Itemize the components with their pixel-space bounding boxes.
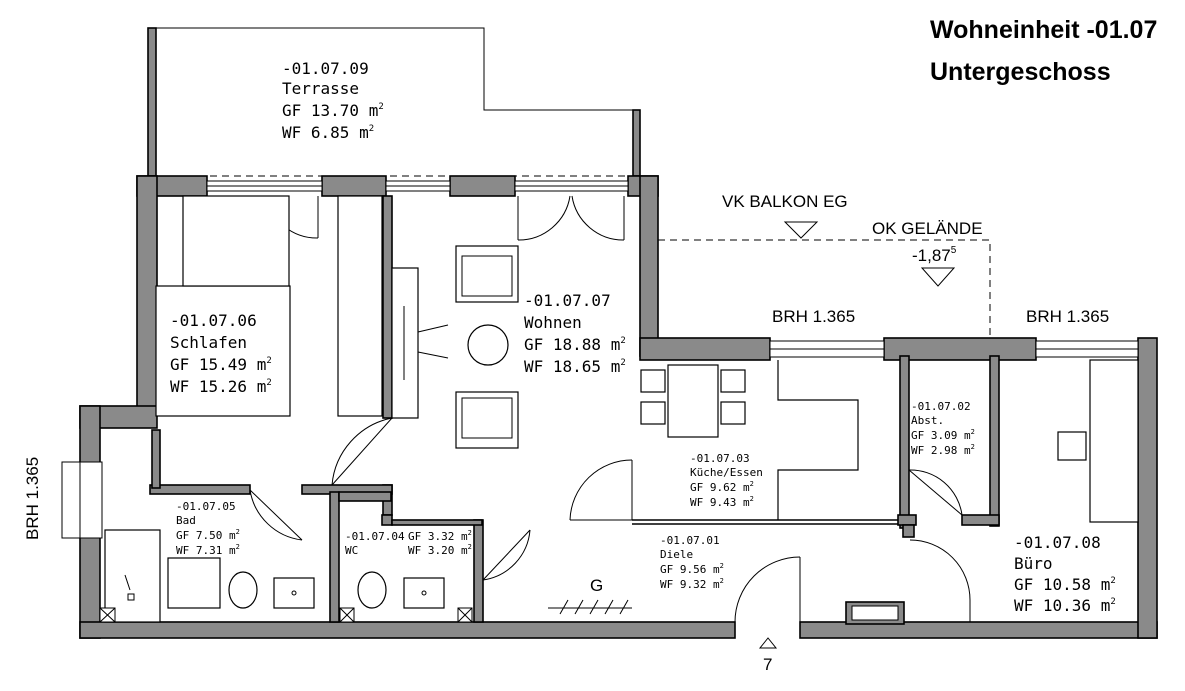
- svg-text:GF 3.32 m2: GF 3.32 m2: [408, 529, 472, 543]
- svg-text:GF 9.56 m2: GF 9.56 m2: [660, 562, 724, 576]
- terrace-outline: [147, 27, 641, 177]
- entrance-label: 7: [763, 655, 772, 674]
- entrance-arrow-icon: [758, 637, 778, 649]
- svg-text:-01.07.03: -01.07.03: [690, 452, 750, 465]
- svg-text:-01.07.01: -01.07.01: [660, 534, 720, 547]
- svg-text:WF 18.65 m2: WF 18.65 m2: [524, 357, 626, 376]
- room-label-buero: -01.07.08 Büro GF 10.58 m2 WF 10.36 m2: [1014, 533, 1116, 615]
- svg-text:GF 18.88 m2: GF 18.88 m2: [524, 335, 626, 354]
- room-label-wc: -01.07.04 WC: [345, 530, 405, 557]
- balcony-outline: [658, 221, 991, 649]
- svg-text:Wohnen: Wohnen: [524, 313, 582, 332]
- brh-office-label: BRH 1.365: [1026, 307, 1109, 326]
- svg-text:WC: WC: [345, 544, 358, 557]
- svg-text:WF 9.43 m2: WF 9.43 m2: [690, 495, 754, 509]
- svg-text:-01.07.02: -01.07.02: [911, 400, 971, 413]
- room-label-schlafen: -01.07.06 Schlafen GF 15.49 m2 WF 15.26 …: [170, 311, 272, 396]
- level-marker-icon: [920, 267, 956, 287]
- svg-text:WF 6.85 m2: WF 6.85 m2: [282, 123, 374, 142]
- svg-text:WF 10.36 m2: WF 10.36 m2: [1014, 596, 1116, 615]
- svg-text:GF 9.62 m2: GF 9.62 m2: [690, 480, 754, 494]
- svg-text:WF 3.20 m2: WF 3.20 m2: [408, 543, 472, 557]
- brh-kitchen-label: BRH 1.365: [772, 307, 855, 326]
- brh-bath-label: BRH 1.365: [23, 457, 42, 540]
- room-label-abst: -01.07.02 Abst. GF 3.09 m2 WF 2.98 m2: [911, 400, 975, 457]
- svg-text:WF 9.32 m2: WF 9.32 m2: [660, 577, 724, 591]
- svg-text:GF 15.49 m2: GF 15.49 m2: [170, 355, 272, 374]
- svg-text:Terrasse: Terrasse: [282, 79, 359, 98]
- svg-text:Diele: Diele: [660, 548, 693, 561]
- svg-text:GF 7.50 m2: GF 7.50 m2: [176, 528, 240, 542]
- svg-text:-01.07.07: -01.07.07: [524, 291, 611, 310]
- svg-text:Küche/Essen: Küche/Essen: [690, 466, 763, 479]
- svg-text:WF 2.98 m2: WF 2.98 m2: [911, 443, 975, 457]
- room-label-kueche: -01.07.03 Küche/Essen GF 9.62 m2 WF 9.43…: [690, 452, 763, 509]
- svg-text:GF 10.58 m2: GF 10.58 m2: [1014, 575, 1116, 594]
- walls: [79, 175, 1158, 639]
- room-label-terrasse: -01.07.09 Terrasse GF 13.70 m2 WF 6.85 m…: [282, 59, 384, 142]
- svg-text:WF 15.26 m2: WF 15.26 m2: [170, 377, 272, 396]
- wardrobe-label: G: [590, 576, 603, 595]
- svg-text:Bad: Bad: [176, 514, 196, 527]
- svg-text:Schlafen: Schlafen: [170, 333, 247, 352]
- ok-gelaende-label: OK GELÄNDE: [872, 219, 983, 238]
- svg-text:GF 13.70 m2: GF 13.70 m2: [282, 101, 384, 120]
- svg-text:-01.07.06: -01.07.06: [170, 311, 257, 330]
- svg-text:-01.07.04: -01.07.04: [345, 530, 405, 543]
- svg-text:WF 7.31 m2: WF 7.31 m2: [176, 543, 240, 557]
- windows: [61, 180, 1139, 539]
- room-label-diele: -01.07.01 Diele GF 9.56 m2 WF 9.32 m2: [660, 534, 724, 591]
- room-label-wohnen: -01.07.07 Wohnen GF 18.88 m2 WF 18.65 m2: [524, 291, 626, 376]
- plan-title: Wohneinheit -01.07: [930, 16, 1157, 44]
- svg-text:Abst.: Abst.: [911, 414, 944, 427]
- vk-balkon-label: VK BALKON EG: [722, 192, 848, 211]
- svg-text:GF 3.09 m2: GF 3.09 m2: [911, 428, 975, 442]
- level-marker-icon: [783, 221, 819, 239]
- room-label-wc-area: GF 3.32 m2 WF 3.20 m2: [408, 529, 472, 557]
- door-swings: [209, 195, 971, 623]
- svg-text:Büro: Büro: [1014, 554, 1053, 573]
- level-label: -1,875: [912, 245, 957, 265]
- room-label-bad: -01.07.05 Bad GF 7.50 m2 WF 7.31 m2: [176, 500, 240, 557]
- svg-text:-01.07.09: -01.07.09: [282, 59, 369, 78]
- svg-text:-01.07.08: -01.07.08: [1014, 533, 1101, 552]
- furniture: [99, 195, 1139, 623]
- plan-subtitle: Untergeschoss: [930, 58, 1111, 86]
- svg-text:-01.07.05: -01.07.05: [176, 500, 236, 513]
